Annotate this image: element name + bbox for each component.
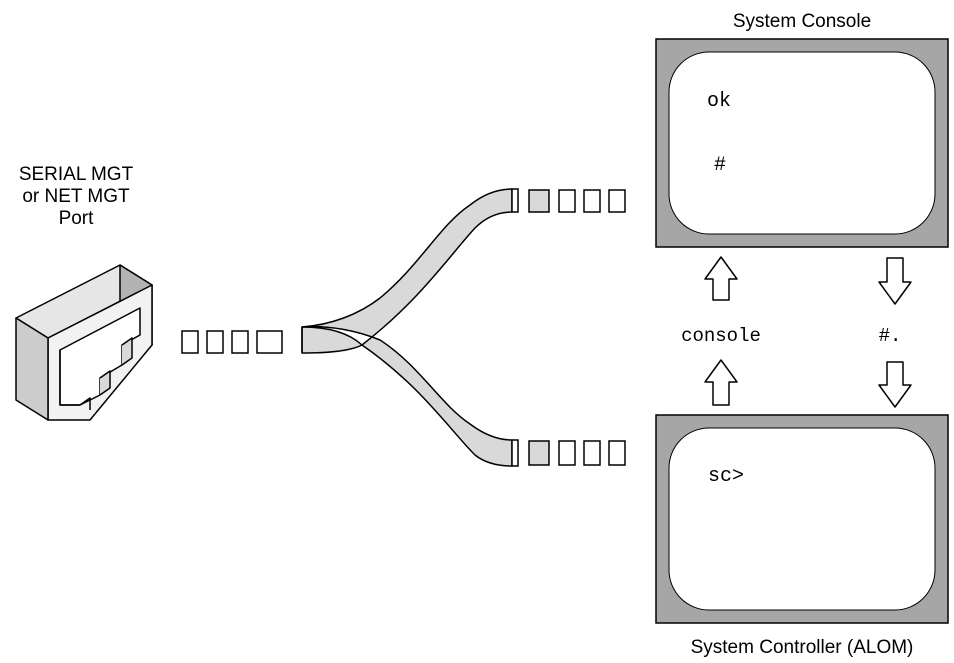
pin	[608, 440, 626, 466]
port-connector-icon	[15, 264, 153, 421]
arrow-down-icon	[878, 361, 912, 408]
console-prompt-ok: ok	[707, 90, 731, 113]
pin	[231, 330, 249, 354]
split-cable	[301, 188, 513, 467]
port-label: SERIAL MGT or NET MGT Port	[19, 164, 134, 229]
system-console-title: System Console	[733, 11, 871, 32]
arrow-down-icon	[878, 257, 912, 305]
port-label-line1: SERIAL MGT	[19, 164, 134, 185]
port-label-line2: or NET MGT	[22, 186, 130, 207]
screen-face	[668, 51, 936, 235]
command-escape: #.	[879, 325, 902, 347]
system-console-screen: ok #	[655, 38, 949, 248]
plug-end	[511, 188, 519, 213]
pin	[583, 189, 601, 213]
arrow-up-icon	[704, 256, 738, 301]
pin	[181, 330, 199, 354]
command-console: console	[681, 325, 761, 347]
system-controller-title: System Controller (ALOM)	[691, 637, 914, 658]
pin	[608, 189, 626, 213]
pin	[528, 189, 550, 213]
console-prompt-hash: #	[714, 154, 726, 177]
pin	[206, 330, 224, 354]
pin	[583, 440, 601, 466]
pin	[528, 440, 550, 466]
arrow-up-icon	[704, 359, 738, 406]
pin	[256, 330, 283, 354]
port-label-line3: Port	[59, 208, 95, 229]
top-connector-pins	[511, 188, 626, 213]
system-controller-screen: sc>	[655, 414, 949, 624]
pin	[558, 189, 576, 213]
bottom-connector-pins	[511, 439, 626, 467]
left-connector-pins	[181, 330, 283, 354]
controller-prompt-sc: sc>	[708, 465, 744, 488]
plug-end	[511, 439, 519, 467]
screen-face	[668, 427, 936, 611]
pin	[558, 440, 576, 466]
